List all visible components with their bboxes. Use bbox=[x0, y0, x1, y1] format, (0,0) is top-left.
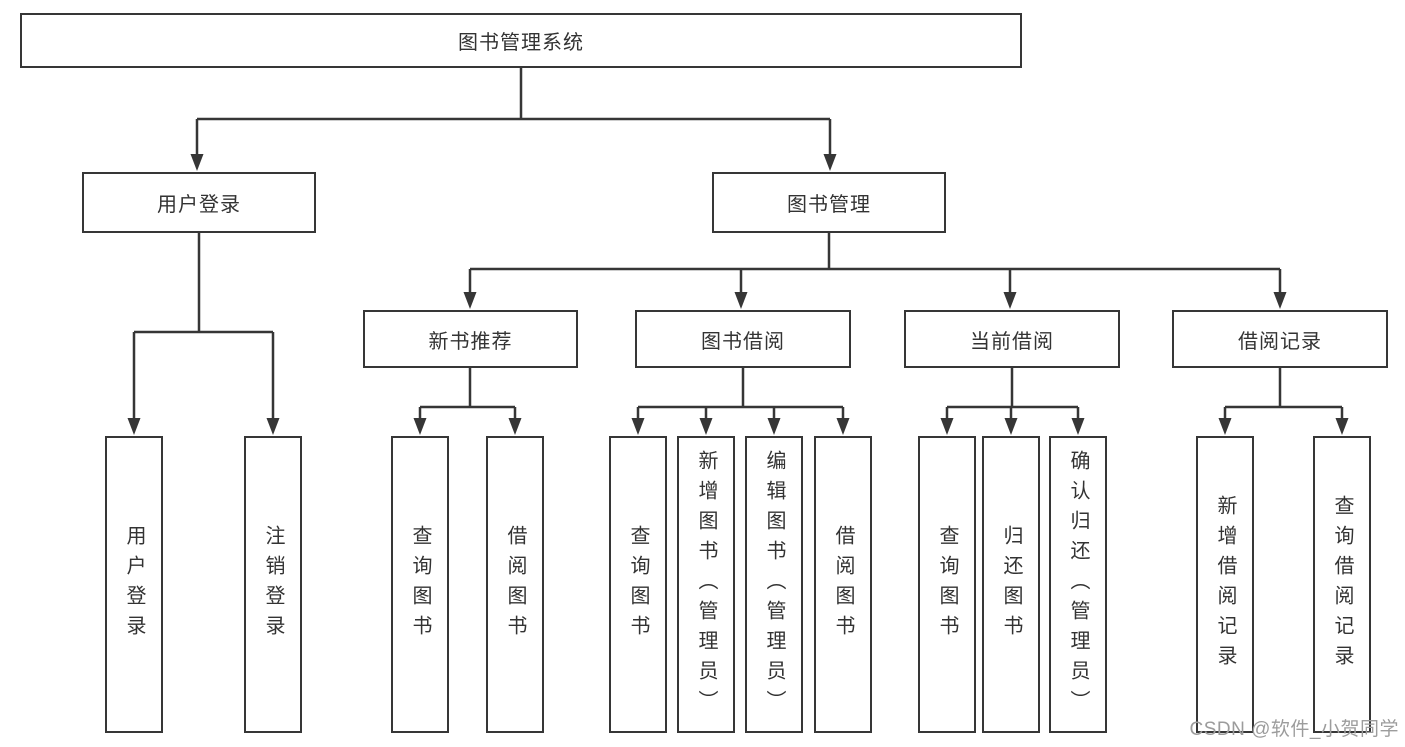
leaf-borrowing-edit-books-admin: 编辑图书（管理员） bbox=[745, 436, 803, 733]
leaf-label: 借阅图书 bbox=[504, 524, 526, 645]
leaf-records-add-borrow-record: 新增借阅记录 bbox=[1196, 436, 1254, 733]
leaf-current-return-books: 归还图书 bbox=[982, 436, 1040, 733]
node-label: 借阅记录 bbox=[1238, 330, 1322, 353]
node-label: 当前借阅 bbox=[970, 330, 1054, 353]
leaf-borrowing-query-books: 查询图书 bbox=[609, 436, 667, 733]
leaf-label: 确认归还（管理员） bbox=[1067, 449, 1089, 720]
node-label: 图书管理 bbox=[787, 194, 871, 216]
node-label: 新书推荐 bbox=[428, 330, 513, 353]
leaf-label: 用户登录 bbox=[123, 524, 145, 645]
node-book-borrowing: 图书借阅 bbox=[635, 310, 851, 368]
leaf-logout: 注销登录 bbox=[244, 436, 302, 733]
leaf-label: 编辑图书（管理员） bbox=[763, 449, 785, 720]
leaf-user-login: 用户登录 bbox=[105, 436, 163, 733]
leaf-recommend-borrow-books: 借阅图书 bbox=[486, 436, 544, 733]
leaf-label: 查询借阅记录 bbox=[1331, 494, 1353, 675]
node-borrowing-records: 借阅记录 bbox=[1172, 310, 1388, 368]
leaf-label: 新增借阅记录 bbox=[1214, 494, 1236, 675]
leaf-label: 查询图书 bbox=[627, 524, 649, 645]
leaf-label: 归还图书 bbox=[1000, 524, 1022, 645]
leaf-recommend-query-books: 查询图书 bbox=[391, 436, 449, 733]
node-label: 图书借阅 bbox=[701, 330, 785, 353]
leaf-label: 新增图书（管理员） bbox=[695, 449, 717, 720]
arrowheads bbox=[127, 154, 1349, 435]
leaf-label: 注销登录 bbox=[262, 524, 284, 645]
leaf-current-confirm-return-admin: 确认归还（管理员） bbox=[1049, 436, 1107, 733]
leaf-current-query-books: 查询图书 bbox=[918, 436, 976, 733]
csdn-watermark: CSDN @软件_小贺同学 bbox=[1189, 719, 1399, 740]
node-book-management: 图书管理 bbox=[712, 172, 946, 233]
leaf-borrowing-add-books-admin: 新增图书（管理员） bbox=[677, 436, 735, 733]
node-new-book-recommendation: 新书推荐 bbox=[363, 310, 578, 368]
leaf-label: 借阅图书 bbox=[832, 524, 854, 645]
node-user-login: 用户登录 bbox=[82, 172, 316, 233]
node-label: 用户登录 bbox=[157, 194, 241, 216]
leaf-label: 查询图书 bbox=[936, 524, 958, 645]
node-library-management-system: 图书管理系统 bbox=[20, 13, 1022, 68]
node-current-borrowing: 当前借阅 bbox=[904, 310, 1120, 368]
leaf-borrowing-borrow-books: 借阅图书 bbox=[814, 436, 872, 733]
leaf-label: 查询图书 bbox=[409, 524, 431, 645]
leaf-records-query-borrow-record: 查询借阅记录 bbox=[1313, 436, 1371, 733]
node-label: 图书管理系统 bbox=[458, 32, 584, 54]
